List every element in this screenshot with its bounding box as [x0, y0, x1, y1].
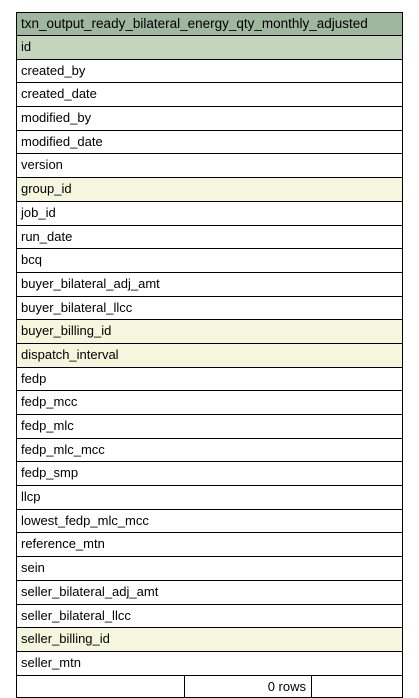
column-row-sein: sein	[17, 557, 402, 581]
column-row-run-date: run_date	[17, 225, 402, 250]
column-row-modified-date: modified_date	[17, 130, 402, 155]
column-row-fedp-mcc: fedp_mcc	[17, 391, 402, 415]
footer-cell-left	[17, 675, 185, 697]
column-row-id: id	[17, 36, 402, 60]
column-row-bcq: bcq	[17, 249, 402, 273]
column-row-dispatch-interval: dispatch_interval	[17, 343, 402, 368]
column-row-version: version	[17, 154, 402, 179]
column-row-seller-bilateral-adj-amt: seller_bilateral_adj_amt	[17, 580, 402, 605]
entity-table: txn_output_ready_bilateral_energy_qty_mo…	[16, 12, 403, 698]
column-row-buyer-billing-id: buyer_billing_id	[17, 320, 402, 344]
entity-title: txn_output_ready_bilateral_energy_qty_mo…	[17, 13, 402, 36]
column-row-lowest-fedp-mlc-mcc: lowest_fedp_mlc_mcc	[17, 509, 402, 534]
column-row-created-by: created_by	[17, 59, 402, 84]
column-row-llcp: llcp	[17, 486, 402, 510]
column-row-modified-by: modified_by	[17, 107, 402, 131]
column-row-seller-bilateral-llcc: seller_bilateral_llcc	[17, 604, 402, 629]
column-row-fedp-mlc-mcc: fedp_mlc_mcc	[17, 438, 402, 463]
footer-cell-right	[312, 676, 402, 697]
column-row-reference-mtn: reference_mtn	[17, 533, 402, 558]
column-row-fedp: fedp	[17, 367, 402, 392]
table-footer: 0 rows	[17, 675, 402, 697]
column-row-seller-billing-id: seller_billing_id	[17, 628, 402, 652]
column-row-fedp-smp: fedp_smp	[17, 462, 402, 487]
row-count: 0 rows	[185, 675, 312, 697]
column-row-buyer-bilateral-adj-amt: buyer_bilateral_adj_amt	[17, 272, 402, 297]
column-row-fedp-mlc: fedp_mlc	[17, 415, 402, 439]
column-row-buyer-bilateral-llcc: buyer_bilateral_llcc	[17, 296, 402, 321]
column-row-group-id: group_id	[17, 178, 402, 202]
column-row-job-id: job_id	[17, 201, 402, 226]
column-row-seller-mtn: seller_mtn	[17, 651, 402, 676]
column-row-created-date: created_date	[17, 83, 402, 108]
